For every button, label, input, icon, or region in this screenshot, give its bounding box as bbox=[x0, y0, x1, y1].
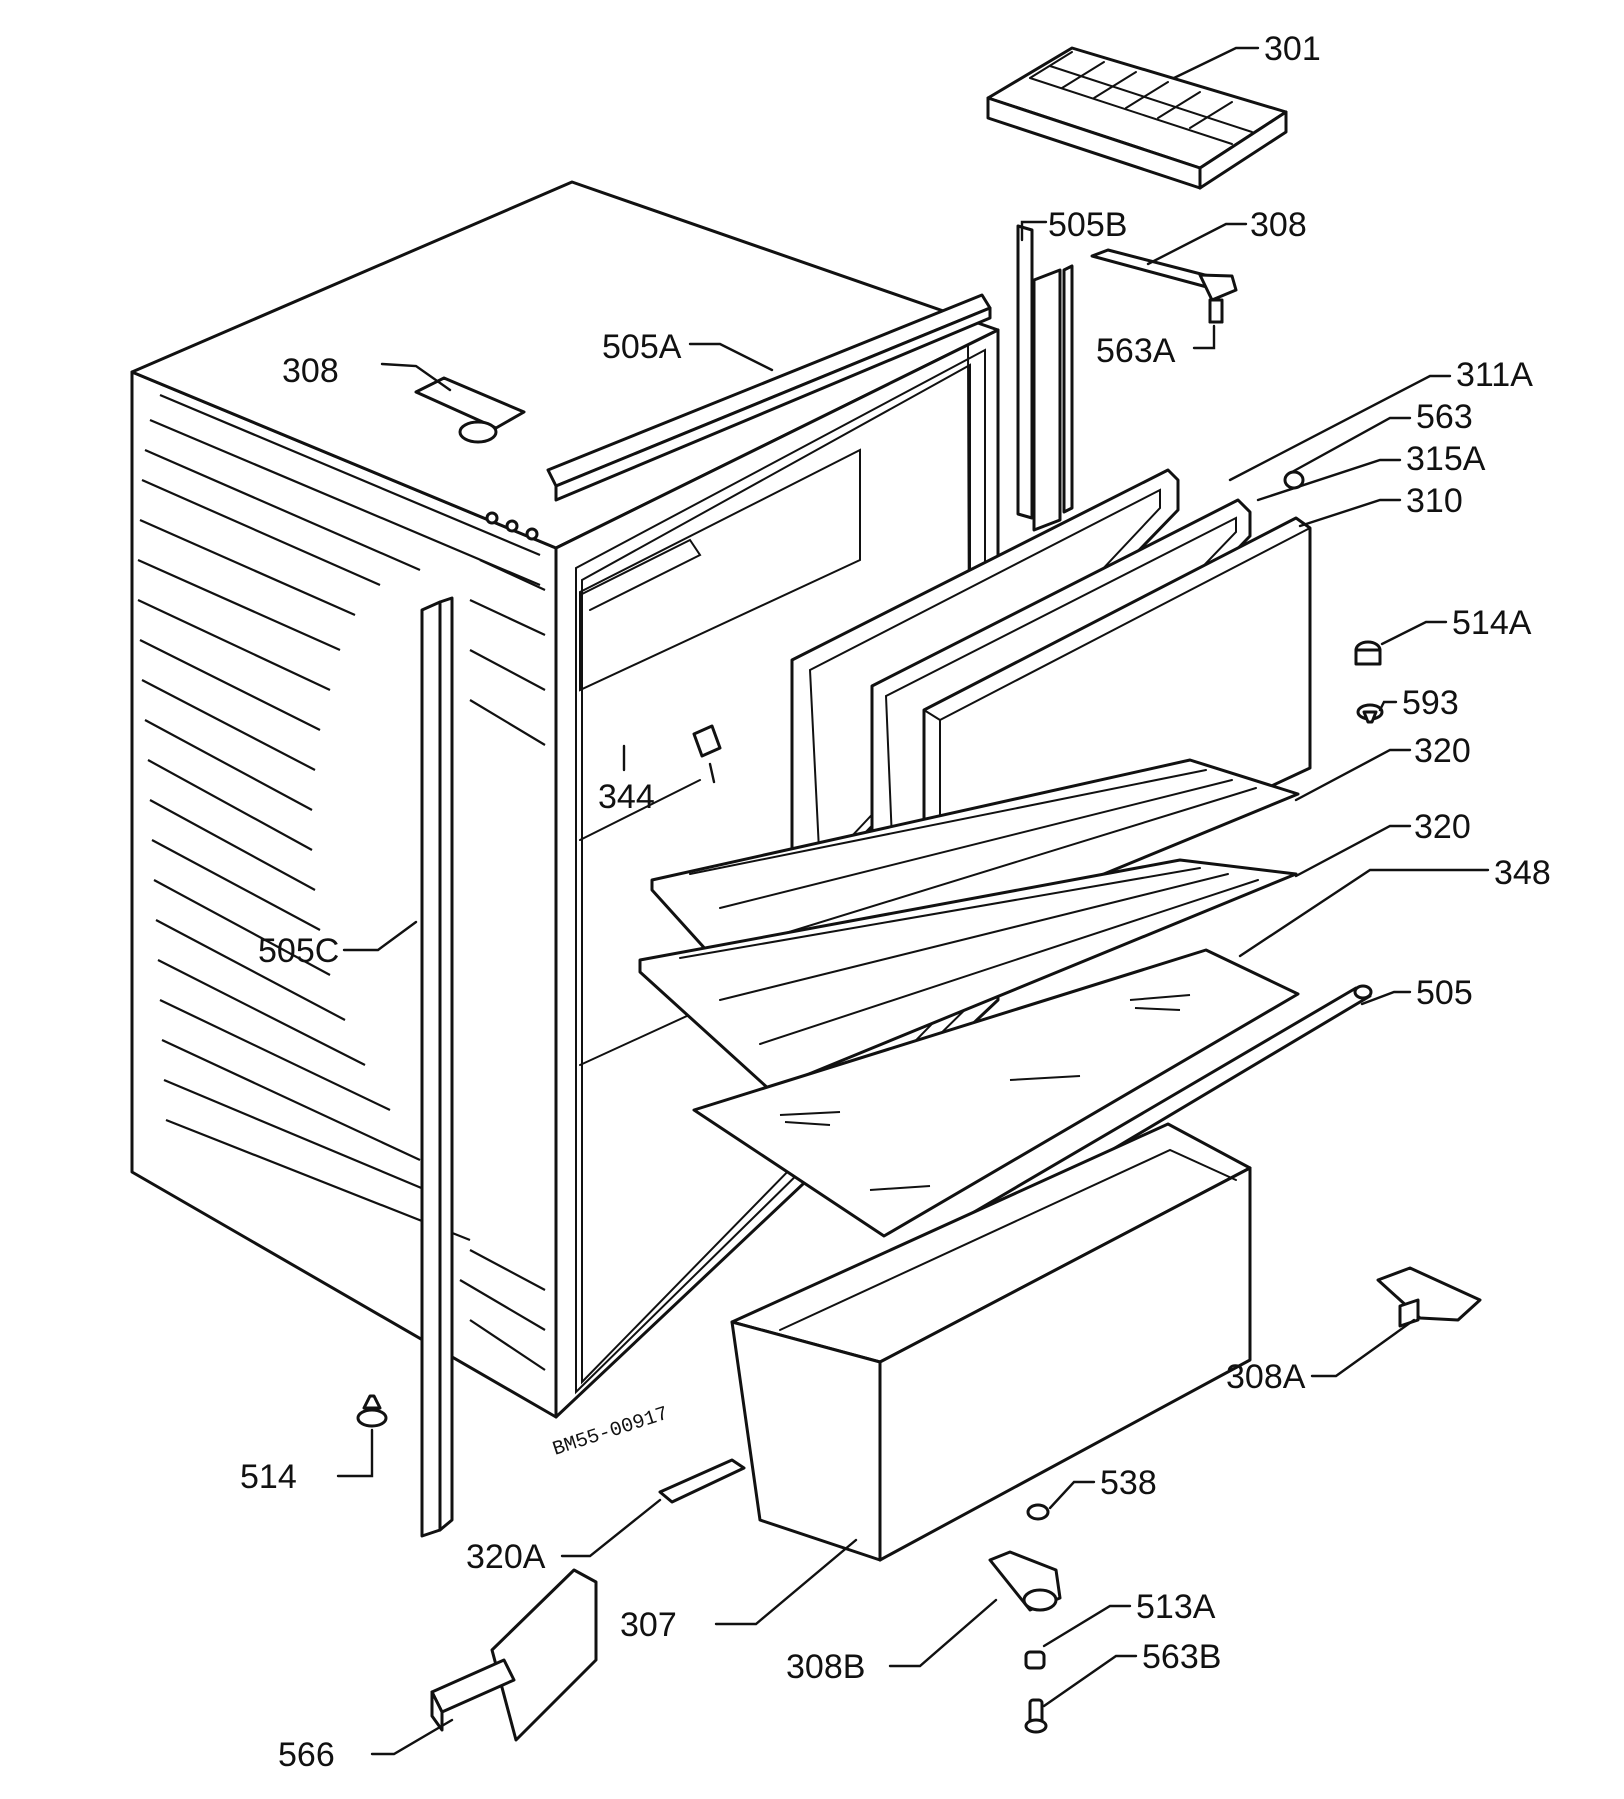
part-348-glass-shelf bbox=[692, 948, 1300, 1238]
label-315a: 315A bbox=[1406, 440, 1486, 478]
part-308a-hinge bbox=[1376, 1266, 1482, 1328]
cabinet-side-wall bbox=[130, 370, 558, 1419]
label-308-top: 308 bbox=[1250, 206, 1307, 244]
part-566-thermostat bbox=[430, 1568, 598, 1742]
top-screw-hole bbox=[505, 519, 519, 533]
label-308-left: 308 bbox=[282, 352, 339, 390]
leader-lines bbox=[336, 46, 1490, 1756]
part-301-ice-tray bbox=[986, 46, 1288, 190]
top-screw-hole bbox=[525, 527, 539, 541]
inner-shelf-line-2 bbox=[579, 1009, 701, 1066]
part-505a-top-trim bbox=[546, 293, 992, 971]
part-308-left-hinge bbox=[414, 376, 526, 444]
label-301: 301 bbox=[1264, 30, 1321, 68]
label-505: 505 bbox=[1416, 974, 1473, 1012]
label-308a: 308A bbox=[1226, 1358, 1306, 1396]
drawing-code: BM55-00917 bbox=[550, 1403, 671, 1462]
part-labels: 301 505B 308 308 505A 563A 311A 563 315A… bbox=[240, 30, 1551, 1774]
label-505a: 505A bbox=[602, 328, 682, 366]
label-563: 563 bbox=[1416, 398, 1473, 436]
label-320-lower: 320 bbox=[1414, 808, 1471, 846]
part-513a-washer bbox=[1024, 1650, 1046, 1670]
inner-shelf-line bbox=[579, 779, 701, 841]
label-320-upper: 320 bbox=[1414, 732, 1471, 770]
label-563b: 563B bbox=[1142, 1638, 1221, 1676]
part-563b-screw bbox=[1024, 1698, 1048, 1734]
part-320-lower-shelf bbox=[638, 858, 1298, 1092]
label-514: 514 bbox=[240, 1458, 297, 1496]
part-538-plug bbox=[1026, 1503, 1050, 1521]
part-307-crisper-drawer bbox=[730, 1122, 1252, 1562]
label-311a: 311A bbox=[1456, 356, 1533, 394]
label-514a: 514A bbox=[1452, 604, 1532, 642]
label-348: 348 bbox=[1494, 854, 1551, 892]
label-566: 566 bbox=[278, 1736, 335, 1774]
freezer-compartment bbox=[579, 448, 861, 692]
label-513a: 513A bbox=[1136, 1588, 1216, 1626]
freezer-coil bbox=[579, 538, 702, 611]
part-505b-vertical-trim bbox=[1016, 224, 1074, 532]
part-563a-screw bbox=[1208, 298, 1224, 324]
label-505c: 505C bbox=[258, 932, 339, 970]
side-wall-shading bbox=[137, 393, 546, 1371]
label-344: 344 bbox=[598, 778, 655, 816]
part-344-clip bbox=[692, 724, 722, 758]
label-505b: 505B bbox=[1048, 206, 1127, 244]
part-514a-cap bbox=[1354, 640, 1382, 666]
label-310: 310 bbox=[1406, 482, 1463, 520]
label-320a: 320A bbox=[466, 1538, 546, 1576]
label-563a: 563A bbox=[1096, 332, 1176, 370]
part-593-screw bbox=[1356, 703, 1384, 724]
label-593: 593 bbox=[1402, 684, 1459, 722]
top-screw-hole bbox=[485, 511, 499, 525]
part-505c-vertical-trim bbox=[420, 596, 454, 1538]
label-308b: 308B bbox=[786, 1648, 865, 1686]
label-538: 538 bbox=[1100, 1464, 1157, 1502]
part-308b-hinge bbox=[988, 1550, 1062, 1612]
label-307: 307 bbox=[620, 1606, 677, 1644]
part-320a-bracket bbox=[658, 1458, 746, 1504]
part-514-foot bbox=[356, 1394, 388, 1428]
